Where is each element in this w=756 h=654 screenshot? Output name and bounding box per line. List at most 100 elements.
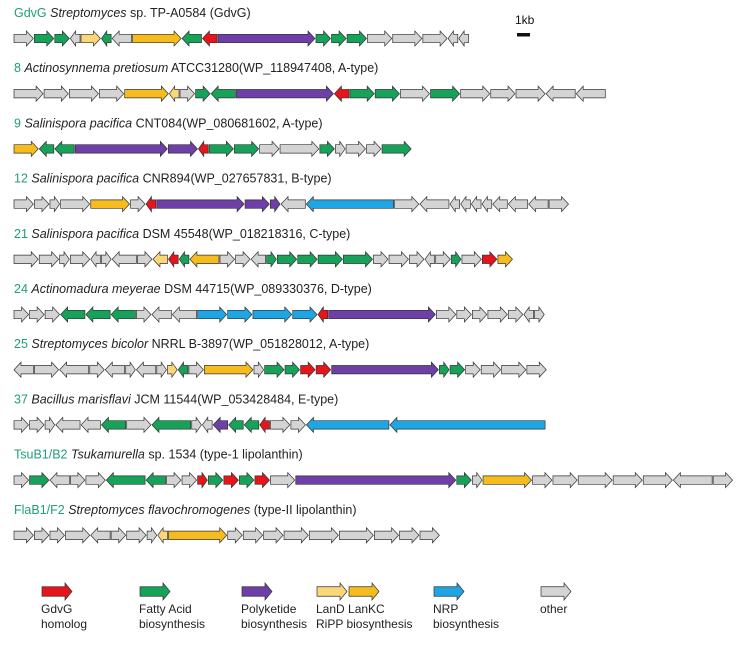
grey-gene-arrow bbox=[55, 416, 81, 434]
red-gene-arrow bbox=[317, 305, 329, 324]
legend-label-line2: biosynthesis bbox=[241, 617, 307, 631]
grey-gene-arrow bbox=[90, 526, 111, 544]
yellow-gene-arrow bbox=[124, 85, 169, 103]
cluster-row: 9 Salinispora pacifica CNT084(WP_0806816… bbox=[13, 116, 412, 158]
legend-label: NRP bbox=[433, 602, 458, 616]
lightyellow-gene-arrow bbox=[168, 85, 180, 103]
lightyellow-gene-arrow bbox=[157, 526, 168, 544]
red-gene-arrow bbox=[145, 195, 157, 213]
green-gene-arrow bbox=[195, 85, 211, 103]
grey-gene-arrow bbox=[146, 526, 158, 544]
grey-gene-arrow bbox=[90, 250, 101, 268]
cluster-species: Salinispora pacifica bbox=[31, 172, 139, 186]
grey-gene-arrow bbox=[110, 526, 127, 544]
green-gene-arrow bbox=[439, 361, 450, 379]
grey-gene-arrow bbox=[188, 361, 204, 379]
grey-gene-arrow bbox=[345, 140, 366, 158]
red-gene-arrow bbox=[300, 361, 316, 379]
grey-gene-arrow bbox=[424, 250, 436, 268]
green-gene-arrow bbox=[207, 471, 224, 489]
grey-gene-arrow bbox=[136, 306, 152, 323]
grey-gene-arrow bbox=[156, 361, 167, 379]
yellow-gene-arrow bbox=[497, 250, 513, 268]
green-gene-arrow bbox=[101, 29, 112, 48]
green-gene-arrow bbox=[349, 85, 375, 103]
grey-gene-arrow bbox=[470, 195, 482, 213]
grey-gene-arrow bbox=[523, 305, 534, 324]
grey-gene-arrow bbox=[612, 471, 643, 489]
grey-gene-arrow bbox=[191, 416, 202, 434]
cluster-id: 21 bbox=[14, 227, 31, 241]
green-gene-arrow bbox=[34, 30, 55, 47]
yellow-gene-arrow bbox=[132, 30, 182, 47]
grey-gene-arrow bbox=[111, 250, 137, 268]
grey-gene-arrow bbox=[253, 361, 265, 379]
blue-gene-arrow bbox=[305, 195, 394, 213]
grey-gene-arrow bbox=[515, 85, 546, 103]
grey-gene-arrow bbox=[13, 30, 34, 47]
grey-gene-arrow bbox=[99, 85, 125, 103]
grey-gene-arrow bbox=[135, 361, 157, 379]
cluster-id: 25 bbox=[14, 337, 31, 351]
legend-label: LanD LanKC bbox=[316, 602, 385, 616]
grey-gene-arrow bbox=[126, 526, 147, 544]
grey-gene-arrow bbox=[460, 85, 491, 103]
scale-bar: 1kb bbox=[515, 13, 535, 37]
grey-gene-arrow bbox=[263, 526, 284, 544]
cluster-species: Bacillus marisflavi bbox=[31, 392, 132, 406]
green-gene-arrow bbox=[54, 30, 70, 47]
grey-gene-arrow bbox=[38, 250, 60, 268]
green-gene-arrow bbox=[228, 416, 244, 434]
grey-gene-arrow bbox=[283, 526, 309, 544]
grey-gene-arrow bbox=[480, 361, 502, 379]
grey-gene-arrow bbox=[166, 471, 182, 489]
red-gene-arrow bbox=[315, 361, 332, 379]
grey-gene-arrow bbox=[65, 526, 91, 544]
grey-gene-arrow bbox=[49, 526, 65, 544]
grey-gene-arrow bbox=[419, 195, 450, 213]
legend-swatch bbox=[139, 582, 171, 601]
grey-gene-arrow bbox=[507, 195, 529, 213]
legend-label: other bbox=[540, 602, 567, 616]
grey-gene-arrow bbox=[235, 250, 251, 268]
grey-gene-arrow bbox=[465, 361, 481, 379]
grey-gene-arrow bbox=[13, 361, 34, 379]
grey-gene-arrow bbox=[449, 195, 460, 213]
yellow-gene-arrow bbox=[189, 250, 220, 268]
grey-gene-arrow bbox=[219, 250, 236, 268]
green-gene-arrow bbox=[234, 140, 260, 158]
green-gene-arrow bbox=[450, 250, 462, 268]
cluster-strain: NRRL B-3897(WP_051828012, A-type) bbox=[148, 337, 369, 351]
grey-gene-arrow bbox=[532, 471, 553, 489]
grey-gene-arrow bbox=[44, 306, 61, 323]
green-gene-arrow bbox=[277, 250, 298, 268]
purple-gene-arrow bbox=[217, 30, 316, 47]
grey-gene-arrow bbox=[501, 361, 527, 379]
red-gene-arrow bbox=[333, 85, 350, 103]
cluster-row: FlaB1/F2 Streptomyces flavochromogenes (… bbox=[13, 503, 440, 544]
cluster-label: TsuB1/B2 Tsukamurella sp. 1534 (type-1 l… bbox=[14, 448, 303, 462]
grey-gene-arrow bbox=[101, 250, 112, 268]
red-gene-arrow bbox=[482, 250, 498, 268]
grey-gene-arrow bbox=[490, 85, 516, 103]
grey-gene-arrow bbox=[70, 471, 86, 489]
green-gene-arrow bbox=[346, 30, 367, 47]
grey-gene-arrow bbox=[179, 85, 196, 103]
yellow-gene-arrow bbox=[168, 526, 228, 544]
purple-gene-arrow bbox=[328, 306, 436, 323]
cluster-row: 24 Actinomadura meyerae DSM 44715(WP_089… bbox=[13, 282, 545, 324]
grey-gene-arrow bbox=[392, 30, 423, 47]
grey-gene-arrow bbox=[366, 140, 382, 158]
green-gene-arrow bbox=[110, 306, 136, 323]
grey-gene-arrow bbox=[526, 361, 547, 379]
red-gene-arrow bbox=[223, 471, 239, 489]
cluster-strain: DSM 45548(WP_018218316, C-type) bbox=[139, 227, 350, 241]
cluster-row: 21 Salinispora pacifica DSM 45548(WP_018… bbox=[13, 227, 513, 268]
grey-gene-arrow bbox=[13, 526, 34, 544]
grey-gene-arrow bbox=[577, 471, 613, 489]
grey-gene-arrow bbox=[534, 305, 545, 324]
grey-gene-arrow bbox=[335, 140, 346, 158]
cluster-label: 24 Actinomadura meyerae DSM 44715(WP_089… bbox=[14, 282, 372, 296]
